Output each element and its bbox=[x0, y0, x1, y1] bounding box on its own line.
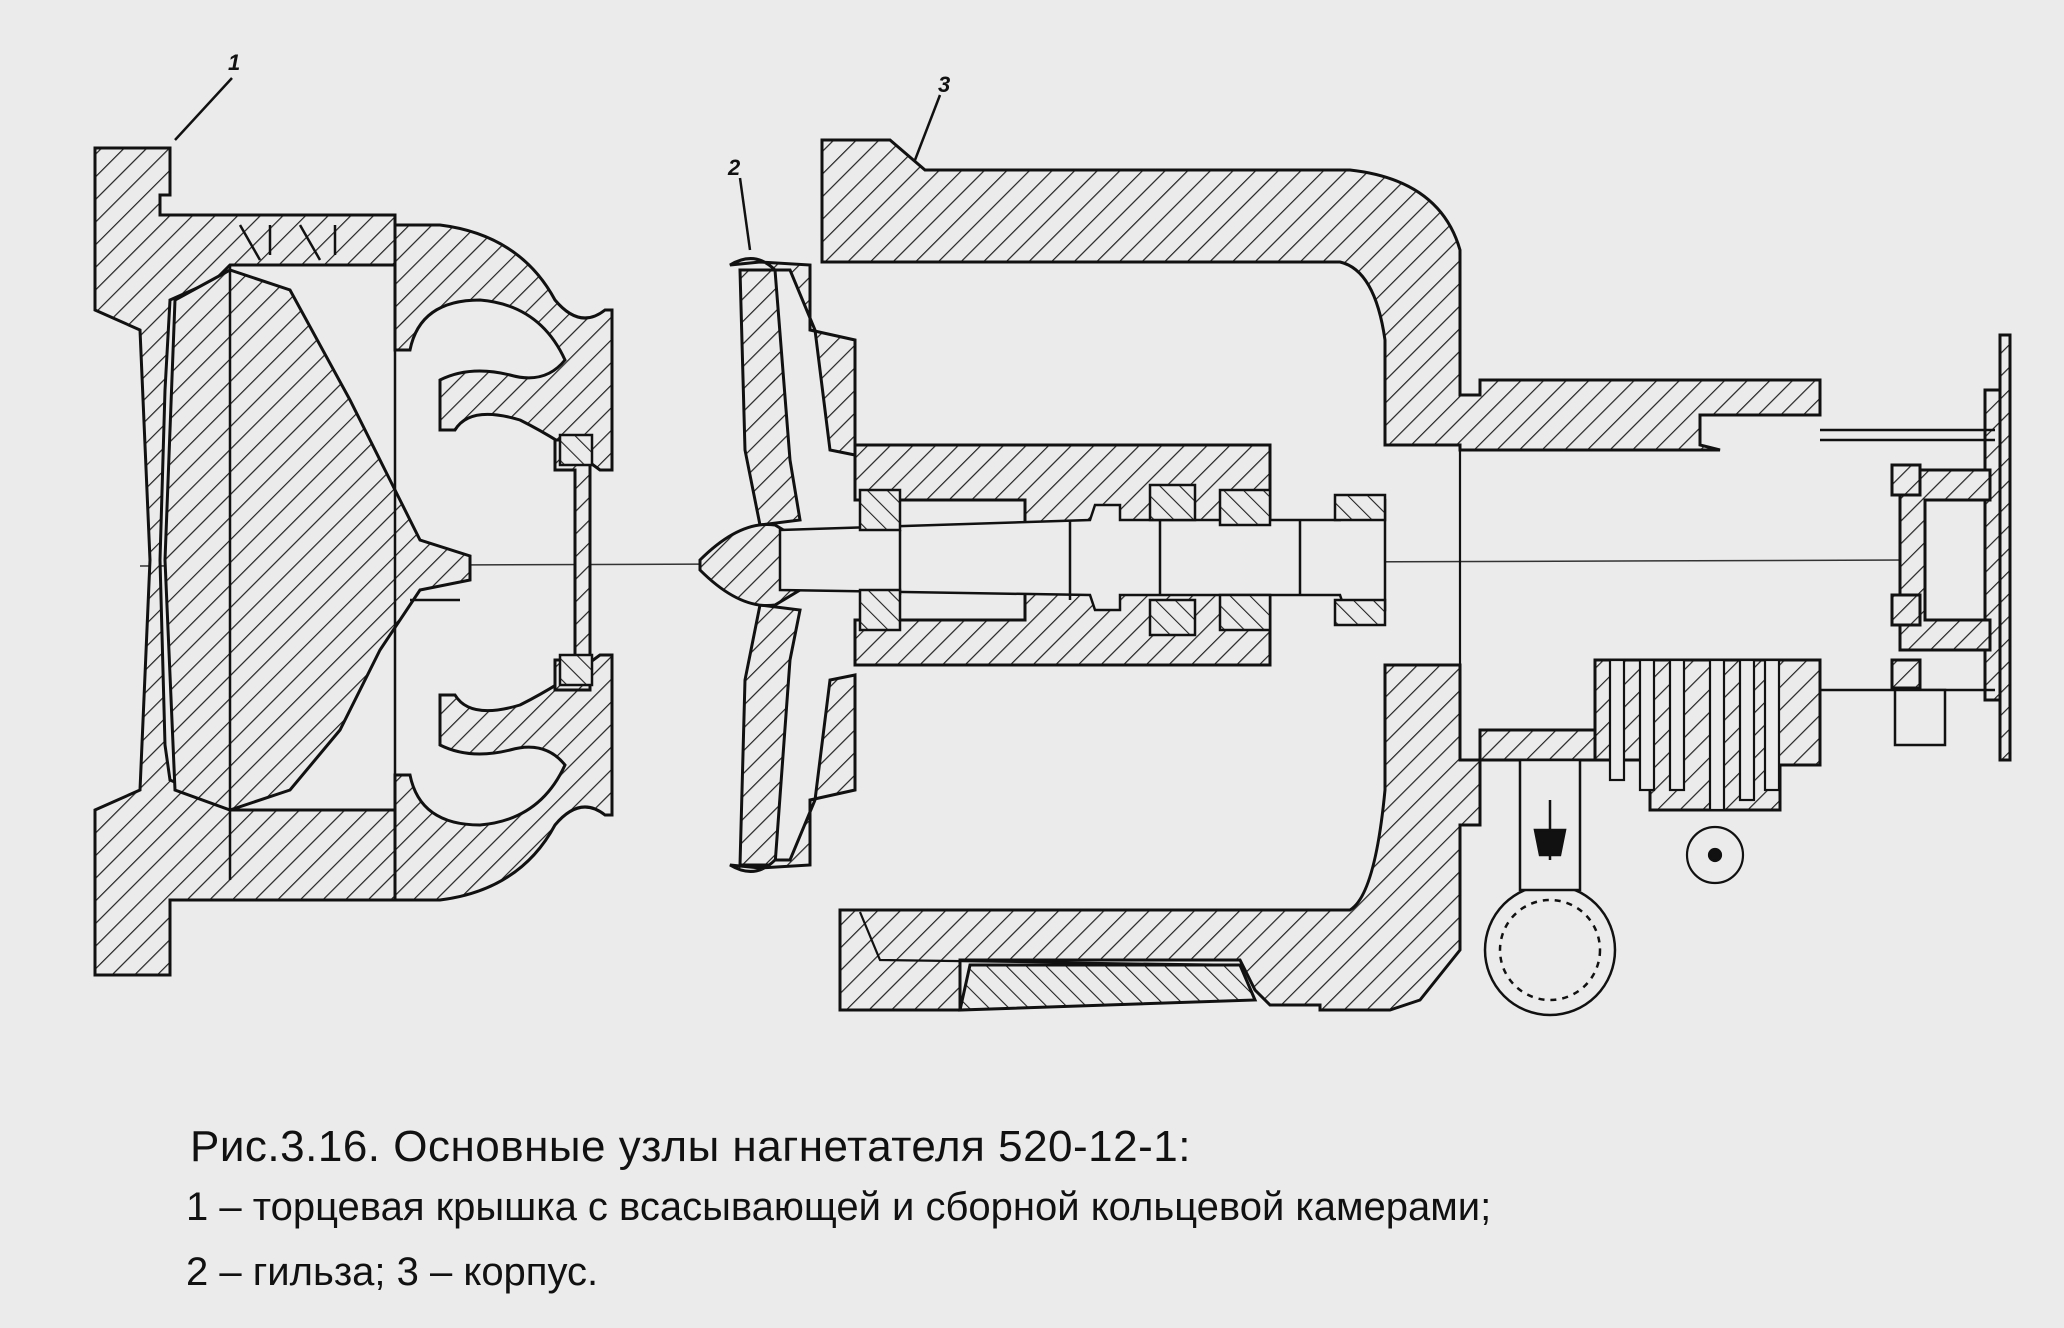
part-3-outlines bbox=[858, 450, 1462, 967]
oil-pump bbox=[1483, 758, 1617, 1017]
legend-line-2: 2 – гильза; 3 – корпус. bbox=[186, 1250, 599, 1294]
callout-1: 1 bbox=[228, 50, 240, 75]
part-1-outlines bbox=[160, 213, 594, 880]
figure-title: Рис.3.16. Основные узлы нагнетателя 520-… bbox=[190, 1122, 1191, 1171]
drive-end-flange bbox=[1890, 333, 2012, 762]
callout-3: 3 bbox=[938, 72, 950, 97]
part-1-end-cover bbox=[93, 146, 614, 977]
callout-leaders bbox=[174, 77, 942, 251]
drive-end-lines bbox=[1820, 428, 1995, 747]
part-2-bearings bbox=[858, 483, 1387, 637]
seal-block bbox=[1593, 658, 1822, 812]
callout-2: 2 bbox=[727, 155, 741, 180]
part-3-casing bbox=[820, 138, 1822, 1012]
legend-line-1: 1 – торцевая крышка с всасывающей и сбор… bbox=[186, 1185, 1492, 1229]
seal-block-bolts bbox=[1608, 658, 1781, 885]
